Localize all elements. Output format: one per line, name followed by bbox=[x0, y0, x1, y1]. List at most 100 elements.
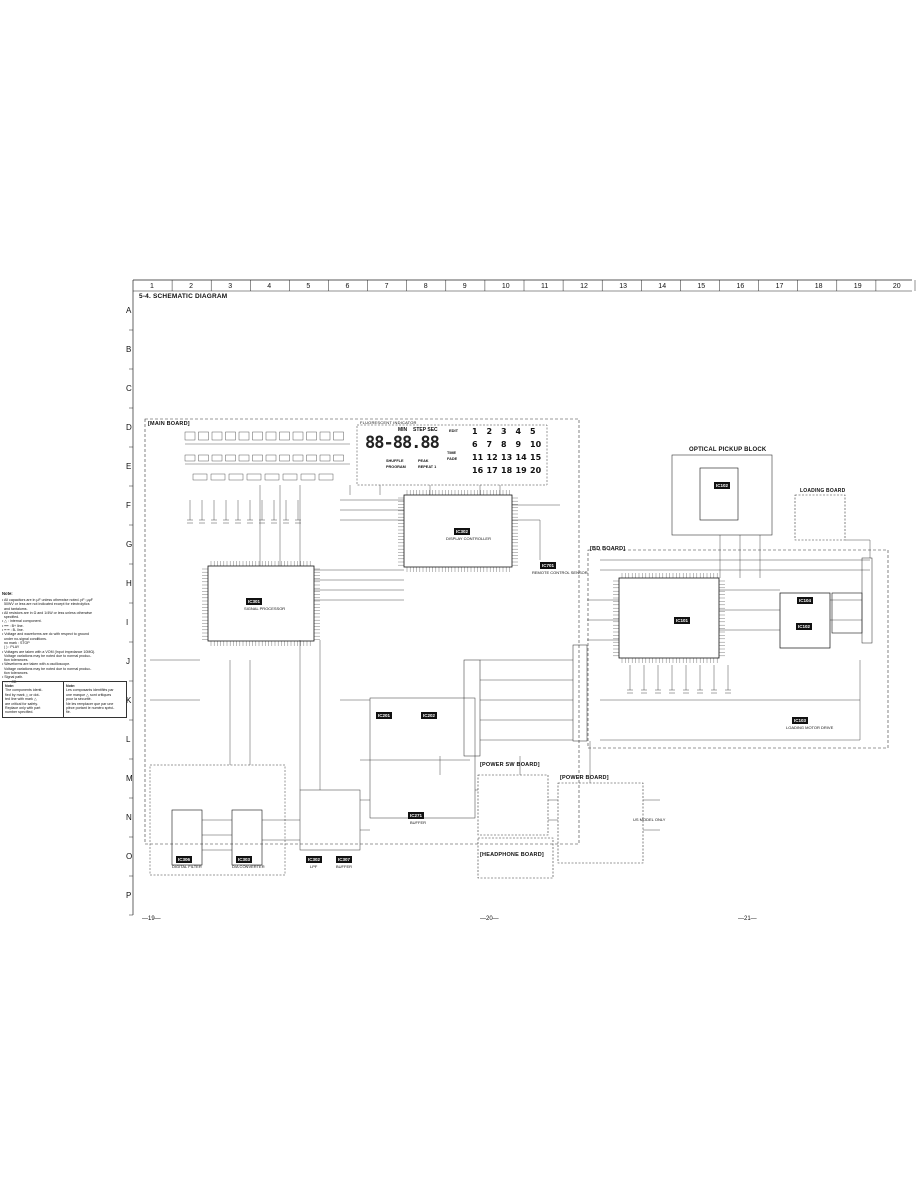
display-min-label: MIN bbox=[398, 427, 408, 433]
bd-board-label: [BD BOARD] bbox=[590, 546, 626, 552]
ic301-tag: IC301 bbox=[246, 598, 263, 605]
display-step-sec-label: STEP SEC bbox=[413, 427, 438, 433]
safety-note-line: number specified. bbox=[5, 710, 34, 715]
row-label: P bbox=[126, 891, 132, 900]
row-label: B bbox=[126, 345, 132, 354]
page-number-19: —19— bbox=[142, 916, 161, 922]
optical-pickup-label: OPTICAL PICKUP BLOCK bbox=[689, 447, 767, 453]
track-number: 3 bbox=[501, 427, 507, 436]
buffer2-label: BUFFER bbox=[336, 864, 352, 869]
track-number: 8 bbox=[501, 440, 507, 449]
ic302-function: DISPLAY CONTROLLER bbox=[446, 536, 491, 541]
ic202-tag: IC202 bbox=[421, 712, 438, 719]
column-label: 3 bbox=[228, 283, 233, 290]
note-line: • All capacitors are in μF unless otherw… bbox=[2, 598, 93, 602]
row-label: F bbox=[126, 501, 131, 510]
ic102-tag: IC102 bbox=[796, 623, 813, 630]
safety-note-line: pièce portant le numéro spéci- bbox=[66, 706, 115, 711]
note-line: • ━━ : B+ line. bbox=[2, 623, 24, 628]
note-line: • Signal path. bbox=[2, 675, 24, 680]
display-repeat: REPEAT 1 bbox=[418, 465, 437, 469]
safety-note-line: ted line with mark △ bbox=[5, 697, 37, 702]
ic306-tag: IC306 bbox=[176, 856, 193, 863]
buffer-label: BUFFER bbox=[410, 820, 426, 825]
ic301-function: SIGNAL PROCESSOR bbox=[244, 606, 286, 611]
note-line: and tantalums. bbox=[2, 606, 28, 611]
row-label: C bbox=[126, 384, 132, 393]
note-line: • Voltage and waveforms are dc with resp… bbox=[2, 632, 89, 637]
display-fade: FADE bbox=[447, 457, 458, 461]
note-line: tion tolerances. bbox=[2, 658, 29, 663]
note-line: • Voltages are taken with a VOM (Input i… bbox=[2, 649, 96, 654]
loading-drive-label: LOADING MOTOR DRIVE bbox=[786, 725, 834, 730]
page-title: 5-4. SCHEMATIC DIAGRAM bbox=[139, 293, 228, 300]
main-board-label: [MAIN BOARD] bbox=[148, 421, 190, 427]
ic302b-tag: IC302 bbox=[306, 856, 323, 863]
row-label: N bbox=[126, 813, 132, 822]
fluorescent-indicator-label: FLUORESCENT INDICATOR bbox=[360, 420, 417, 425]
remote-sensor-label: REMOTE CONTROL SENSOR bbox=[532, 570, 588, 575]
safety-note-line: fied by mark △ or dot- bbox=[5, 692, 40, 697]
ic-pickup-tag: IC102 bbox=[714, 482, 731, 489]
power-sw-board-label: [POWER SW BOARD] bbox=[480, 762, 540, 768]
track-number: 12 bbox=[486, 453, 498, 462]
us-model-only-label: US MODEL ONLY bbox=[633, 817, 666, 822]
track-number: 2 bbox=[486, 427, 493, 436]
page-number-20: —20— bbox=[480, 916, 499, 922]
ic103-tag: IC103 bbox=[792, 717, 809, 724]
row-label: M bbox=[126, 774, 133, 783]
row-label: O bbox=[126, 852, 133, 861]
note-line: ( ) : PLAY bbox=[2, 645, 20, 650]
track-number: 20 bbox=[530, 466, 542, 475]
power-board-label: [POWER BOARD] bbox=[560, 775, 609, 781]
ic271-tag: IC271 bbox=[408, 812, 425, 819]
note-line: • △ : internal component. bbox=[2, 619, 42, 624]
headphone-board-label: [HEADPHONE BOARD] bbox=[480, 852, 544, 858]
da-converter-label: D/A CONVERTER bbox=[232, 864, 265, 869]
display-shuffle: SHUFFLE bbox=[386, 459, 404, 463]
display-time: TIME bbox=[447, 451, 457, 455]
column-label: 20 bbox=[892, 283, 901, 290]
track-number: 10 bbox=[530, 440, 542, 449]
column-label: 8 bbox=[423, 283, 428, 290]
note-line: under no-signal conditions. bbox=[2, 636, 47, 641]
loading-board-label: LOADING BOARD bbox=[800, 488, 846, 494]
track-number: 14 bbox=[515, 453, 527, 462]
note-line: 50WV or less are not indicated except fo… bbox=[2, 602, 90, 607]
ic302-tag: IC302 bbox=[454, 528, 471, 535]
column-label: 12 bbox=[580, 283, 588, 290]
column-label: 17 bbox=[775, 283, 784, 290]
row-label: L bbox=[126, 735, 131, 744]
column-label: 7 bbox=[384, 283, 389, 290]
note-line: • All resistors are in Ω and 1/4W or les… bbox=[2, 610, 93, 615]
note-line: tion tolerances. bbox=[2, 671, 29, 676]
track-number: 11 bbox=[472, 453, 484, 462]
row-label: J bbox=[126, 657, 130, 666]
safety-note-line: Note: bbox=[66, 684, 76, 688]
row-label: A bbox=[126, 306, 132, 315]
track-number: 7 bbox=[486, 440, 493, 449]
notes-heading: Note: bbox=[2, 591, 13, 596]
ic104-tag: IC104 bbox=[797, 597, 814, 604]
column-label: 14 bbox=[658, 283, 667, 290]
row-label: K bbox=[126, 696, 132, 705]
ic201-tag: IC201 bbox=[376, 712, 393, 719]
note-line: Voltage variations may be noted due to n… bbox=[2, 666, 92, 671]
track-number: 15 bbox=[530, 453, 542, 462]
track-number: 13 bbox=[501, 453, 513, 462]
column-label: 19 bbox=[853, 283, 862, 290]
row-label: G bbox=[126, 540, 133, 549]
page-number-21: —21— bbox=[738, 916, 757, 922]
column-label: 9 bbox=[462, 283, 467, 290]
note-line: specified. bbox=[2, 615, 20, 620]
safety-note-line: are critical for safety. bbox=[5, 701, 38, 706]
column-label: 5 bbox=[306, 283, 311, 290]
display-program: PROGRAM bbox=[386, 465, 406, 469]
display-segment-digits: 88-88.88 bbox=[365, 433, 440, 453]
track-number: 4 bbox=[515, 427, 522, 436]
safety-note-line: Replace only with part bbox=[5, 706, 41, 711]
ic101-tag: IC101 bbox=[674, 617, 691, 624]
note-line: no mark : STOP bbox=[2, 640, 30, 645]
track-number: 18 bbox=[501, 466, 513, 475]
